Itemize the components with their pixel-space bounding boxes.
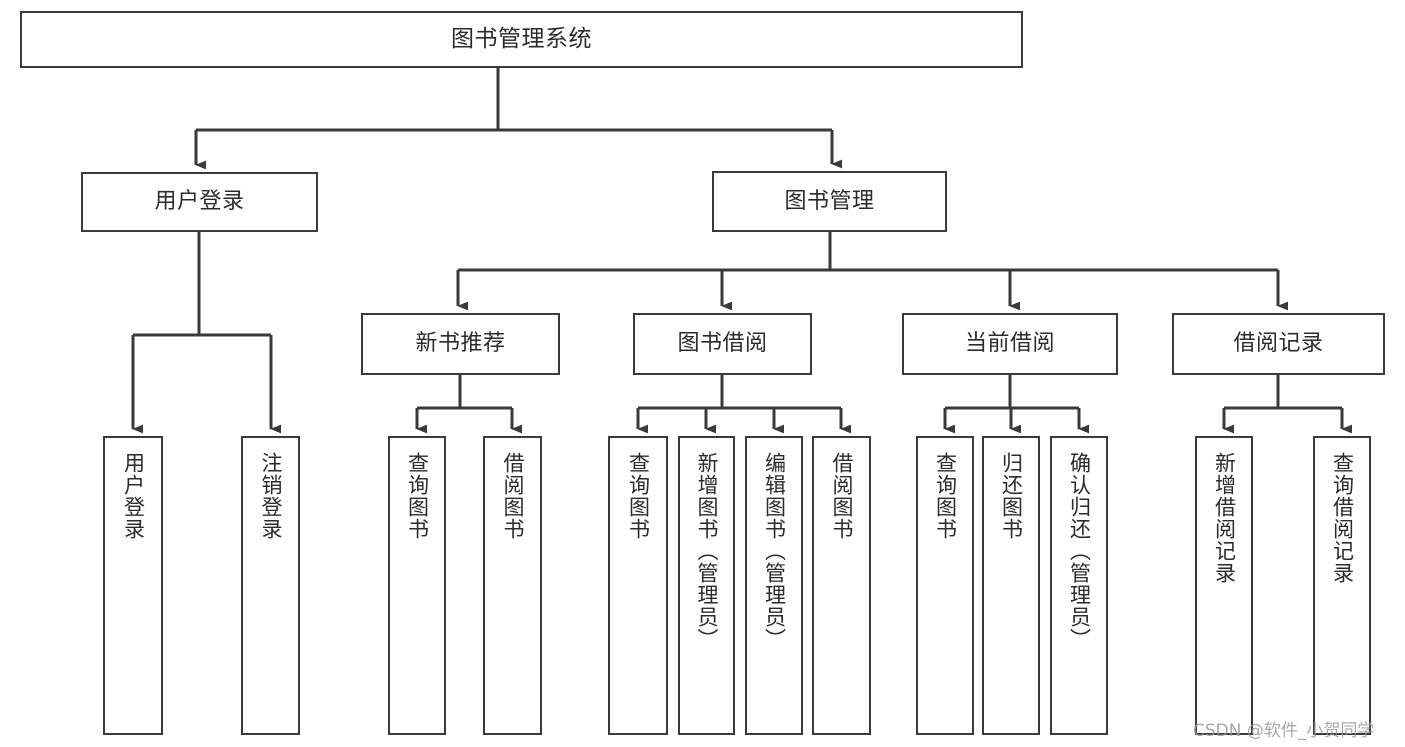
node-leaf-edit-book-admin-label: 编辑图书（管理员） (762, 452, 787, 650)
node-leaf-borrow-book-bb[interactable]: 借阅图书 (812, 436, 871, 735)
node-leaf-query-book-rec-label: 查询图书 (405, 452, 430, 540)
node-leaf-add-borrow-record[interactable]: 新增借阅记录 (1195, 436, 1253, 735)
node-leaf-borrow-book-bb-label: 借阅图书 (830, 452, 854, 540)
node-user-login-label: 用户登录 (154, 189, 245, 215)
node-leaf-query-book-cb-label: 查询图书 (933, 452, 958, 540)
node-book-management-label: 图书管理 (784, 188, 875, 214)
node-leaf-query-book-bb-label: 查询图书 (626, 452, 651, 540)
node-book-management[interactable]: 图书管理 (712, 171, 947, 232)
node-borrow-record[interactable]: 借阅记录 (1172, 313, 1385, 375)
node-book-borrow-label: 图书借阅 (677, 331, 768, 357)
node-leaf-query-book-cb[interactable]: 查询图书 (916, 436, 974, 735)
node-leaf-add-book-admin-label: 新增图书（管理员） (695, 452, 719, 650)
node-user-login[interactable]: 用户登录 (81, 172, 318, 232)
node-root[interactable]: 图书管理系统 (20, 11, 1023, 68)
node-leaf-query-book-bb[interactable]: 查询图书 (608, 436, 668, 735)
node-leaf-confirm-return-admin[interactable]: 确认归还（管理员） (1050, 436, 1108, 735)
node-leaf-query-book-rec[interactable]: 查询图书 (388, 436, 446, 735)
node-leaf-add-borrow-record-label: 新增借阅记录 (1212, 452, 1237, 584)
node-new-book-recommend-label: 新书推荐 (415, 331, 506, 357)
node-current-borrow[interactable]: 当前借阅 (902, 313, 1118, 375)
node-leaf-logout-label: 注销登录 (259, 452, 283, 540)
node-leaf-return-book-label: 归还图书 (999, 452, 1024, 540)
node-leaf-query-borrow-record[interactable]: 查询借阅记录 (1313, 436, 1371, 735)
node-leaf-edit-book-admin[interactable]: 编辑图书（管理员） (745, 436, 803, 735)
node-leaf-borrow-book-rec-label: 借阅图书 (501, 452, 525, 540)
node-current-borrow-label: 当前借阅 (964, 331, 1055, 357)
node-new-book-recommend[interactable]: 新书推荐 (361, 313, 560, 375)
node-leaf-borrow-book-rec[interactable]: 借阅图书 (483, 436, 542, 735)
node-leaf-return-book[interactable]: 归还图书 (982, 436, 1040, 735)
node-leaf-user-login[interactable]: 用户登录 (103, 436, 163, 735)
node-root-label: 图书管理系统 (451, 26, 592, 53)
node-leaf-logout[interactable]: 注销登录 (241, 436, 300, 735)
node-borrow-record-label: 借阅记录 (1233, 331, 1324, 357)
node-leaf-confirm-return-admin-label: 确认归还（管理员） (1067, 452, 1092, 650)
node-leaf-user-login-label: 用户登录 (121, 452, 146, 540)
node-book-borrow[interactable]: 图书借阅 (633, 313, 812, 375)
node-leaf-query-borrow-record-label: 查询借阅记录 (1330, 452, 1355, 584)
node-leaf-add-book-admin[interactable]: 新增图书（管理员） (678, 436, 735, 735)
watermark: CSDN @软件_小贺同学 (1193, 721, 1375, 741)
